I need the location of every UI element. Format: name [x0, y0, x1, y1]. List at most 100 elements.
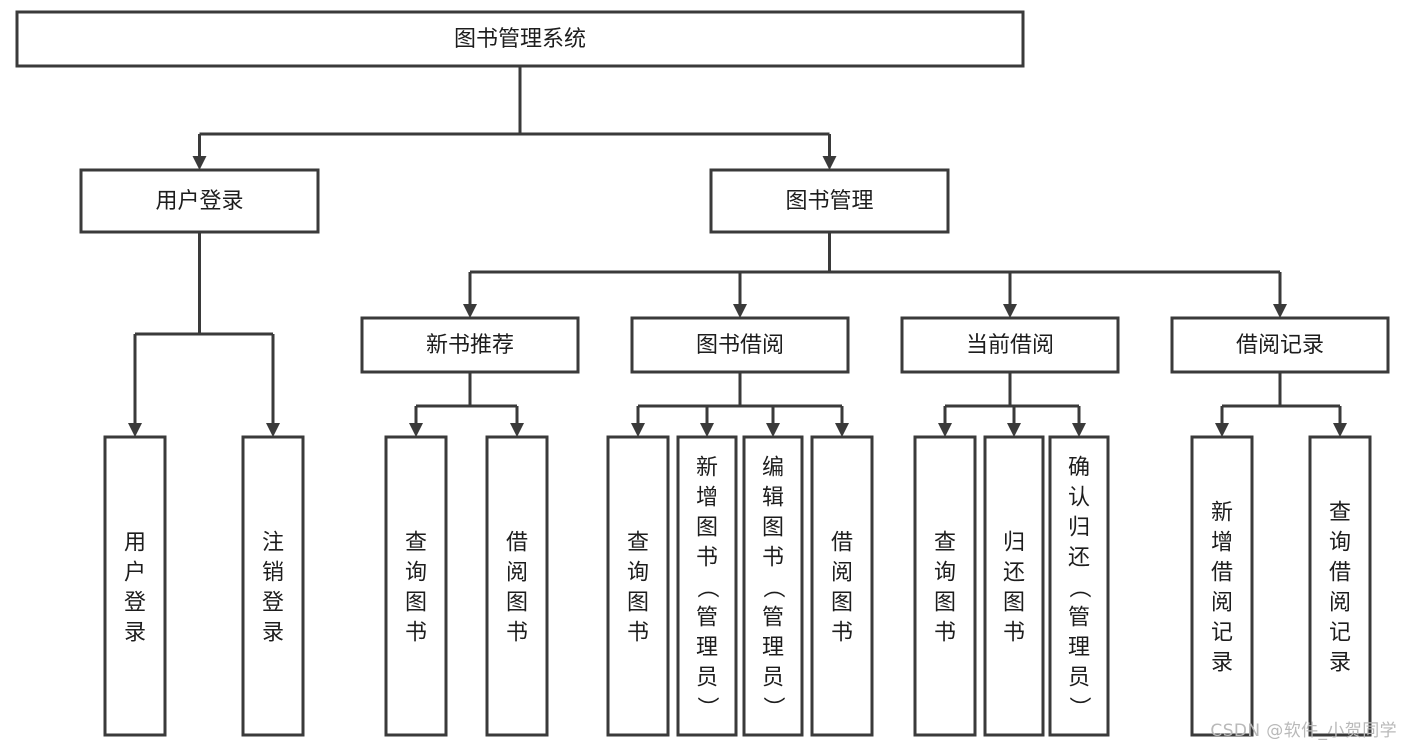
- svg-text:增: 增: [1211, 530, 1233, 555]
- svg-text:录: 录: [262, 620, 284, 645]
- node-label-root: 图书管理系统: [454, 27, 586, 52]
- node-borrow-record[interactable]: 借阅记录: [1170, 316, 1390, 374]
- svg-text:书: 书: [1003, 620, 1025, 645]
- svg-text:员: 员: [696, 665, 718, 690]
- node-box-current-borrow[interactable]: [900, 316, 1120, 374]
- node-box-new-book-recommend[interactable]: [360, 316, 580, 374]
- node-leaf-user-login[interactable]: 用户登录: [103, 435, 167, 737]
- svg-text:查: 查: [934, 530, 956, 555]
- node-label-current-borrow: 当前借阅: [966, 333, 1054, 358]
- node-box-leaf-edit-book[interactable]: [742, 435, 804, 737]
- node-box-leaf-borrow-book-2[interactable]: [810, 435, 874, 737]
- svg-text:借: 借: [831, 530, 853, 555]
- svg-text:阅: 阅: [831, 560, 853, 585]
- node-box-book-borrow[interactable]: [630, 316, 850, 374]
- branch-leaf-return-book-arrowhead: [1007, 423, 1021, 437]
- svg-text:还: 还: [1003, 560, 1025, 585]
- branch-leaf-query-book-2-arrowhead: [631, 423, 645, 437]
- svg-text:注: 注: [262, 530, 284, 555]
- svg-text:书: 书: [627, 620, 649, 645]
- branch-leaf-add-book-arrowhead: [700, 423, 714, 437]
- node-book-borrow[interactable]: 图书借阅: [630, 316, 850, 374]
- svg-text:书: 书: [762, 545, 784, 570]
- node-label-book-borrow: 图书借阅: [696, 333, 784, 358]
- svg-text:录: 录: [124, 620, 146, 645]
- node-box-leaf-borrow-book-1[interactable]: [485, 435, 549, 737]
- node-label-user-login: 用户登录: [155, 189, 243, 214]
- svg-text:书: 书: [405, 620, 427, 645]
- connector-lines: [128, 66, 1347, 437]
- branch-book-management-arrowhead: [822, 156, 837, 170]
- branch-leaf-query-book-3-arrowhead: [938, 423, 952, 437]
- node-label-book-management: 图书管理: [785, 189, 873, 214]
- node-box-leaf-add-record[interactable]: [1190, 435, 1254, 737]
- node-box-leaf-query-book-2[interactable]: [606, 435, 670, 737]
- svg-text:员: 员: [762, 665, 784, 690]
- node-box-leaf-query-record[interactable]: [1308, 435, 1372, 737]
- node-box-book-management[interactable]: [709, 168, 950, 234]
- node-box-leaf-confirm-return[interactable]: [1048, 435, 1110, 737]
- node-book-management[interactable]: 图书管理: [709, 168, 950, 234]
- svg-text:管: 管: [1068, 605, 1090, 630]
- svg-text:录: 录: [1211, 650, 1233, 675]
- svg-text:销: 销: [262, 560, 284, 585]
- node-user-login[interactable]: 用户登录: [79, 168, 320, 234]
- svg-text:认: 认: [1068, 485, 1090, 510]
- svg-text:图: 图: [627, 590, 649, 615]
- node-box-root[interactable]: [15, 10, 1025, 68]
- node-box-borrow-record[interactable]: [1170, 316, 1390, 374]
- branch-user-login-arrowhead: [192, 156, 207, 170]
- csdn-watermark: CSDN @软件_小贺同学: [1210, 721, 1397, 741]
- branch-leaf-edit-book-arrowhead: [766, 423, 780, 437]
- svg-text:管: 管: [696, 605, 718, 630]
- svg-text:增: 增: [696, 485, 718, 510]
- svg-text:新: 新: [1211, 500, 1233, 525]
- branch-leaf-borrow-book-1-arrowhead: [510, 423, 524, 437]
- svg-text:询: 询: [627, 560, 649, 585]
- node-label-new-book-recommend: 新书推荐: [426, 333, 514, 358]
- branch-leaf-logout-arrowhead: [266, 423, 280, 437]
- svg-text:户: 户: [124, 560, 146, 585]
- branch-leaf-user-login-arrowhead: [128, 423, 142, 437]
- node-box-leaf-query-book-1[interactable]: [384, 435, 448, 737]
- node-new-book-recommend[interactable]: 新书推荐: [360, 316, 580, 374]
- svg-text:管: 管: [762, 605, 784, 630]
- svg-text:查: 查: [405, 530, 427, 555]
- svg-text:记: 记: [1329, 620, 1351, 645]
- svg-text:书: 书: [934, 620, 956, 645]
- branch-leaf-borrow-book-2-arrowhead: [835, 423, 849, 437]
- node-box-leaf-return-book[interactable]: [983, 435, 1045, 737]
- node-box-user-login[interactable]: [79, 168, 320, 234]
- node-box-leaf-add-book[interactable]: [676, 435, 738, 737]
- node-box-leaf-user-login[interactable]: [103, 435, 167, 737]
- svg-text:理: 理: [762, 635, 784, 660]
- branch-borrow-record-arrowhead: [1273, 304, 1287, 318]
- node-box-leaf-logout[interactable]: [241, 435, 305, 737]
- svg-text:询: 询: [1329, 530, 1351, 555]
- branch-book-borrow-arrowhead: [733, 304, 747, 318]
- svg-text:借: 借: [1329, 560, 1351, 585]
- svg-text:用: 用: [124, 530, 146, 555]
- node-box-leaf-query-book-3[interactable]: [913, 435, 977, 737]
- svg-text:图: 图: [506, 590, 528, 615]
- branch-leaf-confirm-return-arrowhead: [1072, 423, 1086, 437]
- node-current-borrow[interactable]: 当前借阅: [900, 316, 1120, 374]
- node-root[interactable]: 图书管理系统: [15, 10, 1025, 68]
